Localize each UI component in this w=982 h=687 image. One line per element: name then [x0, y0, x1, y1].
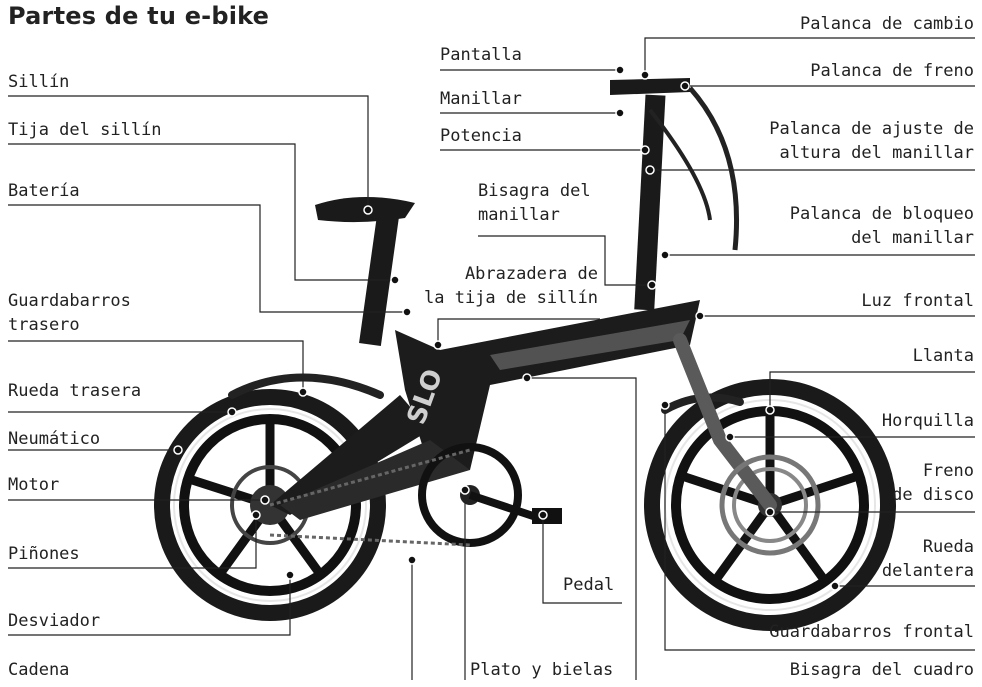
label-palanca-freno: Palanca de freno — [810, 61, 974, 81]
disc-rotor — [719, 454, 821, 556]
leader-lines — [8, 37, 975, 680]
label-freno-disco: Freno de disco — [892, 461, 974, 505]
chain — [269, 448, 471, 547]
label-sillin: Sillín — [8, 72, 70, 92]
label-bisagra-manillar: Bisagra del manillar — [478, 181, 591, 225]
label-palanca-bloqueo: Palanca de bloqueo del manillar — [789, 204, 974, 248]
label-pinones: Piñones — [8, 544, 80, 564]
label-abrazadera: Abrazadera de la tija de sillín — [424, 264, 598, 308]
page-title: Partes de tu e-bike — [8, 2, 270, 30]
label-palanca-cambio: Palanca de cambio — [800, 14, 974, 34]
label-bisagra-cuadro: Bisagra del cuadro — [789, 660, 974, 680]
leader-dots — [173, 65, 840, 591]
stem-assembly — [610, 78, 740, 311]
label-rueda-delantera: Rueda delantera — [881, 537, 974, 581]
label-neumatico: Neumático — [8, 429, 101, 449]
seat-assembly — [315, 196, 415, 347]
label-luz-frontal: Luz frontal — [861, 291, 974, 311]
label-desviador: Desviador — [8, 611, 101, 631]
label-tija-sillin: Tija del sillín — [8, 120, 162, 140]
label-llanta: Llanta — [912, 346, 974, 366]
label-motor: Motor — [8, 475, 60, 495]
label-palanca-ajuste: Palanca de ajuste de altura del manillar — [769, 119, 974, 163]
label-pantalla: Pantalla — [440, 45, 522, 65]
bike-frame: SLO — [270, 300, 700, 520]
label-plato-bielas: Plato y bielas — [470, 660, 614, 680]
label-guardabarros-frontal: Guardabarros frontal — [769, 622, 974, 642]
label-guardabarros-trasero: Guardabarros trasero — [8, 291, 131, 335]
front-fork — [673, 333, 777, 512]
label-rueda-trasera: Rueda trasera — [8, 381, 142, 401]
label-bateria: Batería — [8, 181, 80, 201]
label-manillar: Manillar — [440, 89, 522, 109]
label-pedal: Pedal — [563, 575, 615, 595]
label-potencia: Potencia — [440, 126, 522, 146]
label-cadena: Cadena — [8, 660, 70, 680]
label-horquilla: Horquilla — [881, 411, 974, 431]
rear-wheel — [154, 389, 386, 621]
